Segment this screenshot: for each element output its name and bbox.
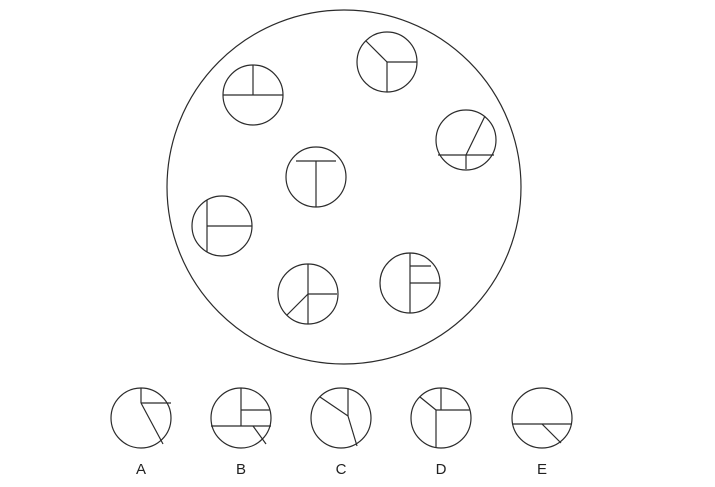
option-b[interactable]: B [210,387,272,478]
option-line [252,425,267,445]
option-circle [310,387,372,449]
sequence-figure-4 [285,146,347,208]
option-label: C [336,461,347,478]
sequence-figure-5 [191,195,253,257]
outer-circle [166,9,522,365]
option-d[interactable]: D [410,387,472,478]
sequence-figure-1 [222,64,284,126]
sequence-figure-6 [277,263,339,325]
option-circle [511,387,573,449]
sequence-figure-2 [356,31,418,93]
option-label: E [537,461,547,478]
figure-line [286,293,309,316]
option-label: B [236,461,246,478]
option-line [347,415,358,447]
option-a[interactable]: A [110,387,172,478]
figure-circle [435,109,497,171]
option-label: D [436,461,447,478]
option-line [541,423,562,444]
option-line [140,402,164,445]
option-line [319,396,349,417]
option-label: A [136,461,146,478]
option-e[interactable]: E [511,387,573,478]
sequence-figure-3 [435,109,497,171]
option-line [419,396,437,411]
figure-line [365,40,388,63]
figure-line [465,115,486,156]
sequence-figure-7 [379,252,441,314]
option-c[interactable]: C [310,387,372,478]
